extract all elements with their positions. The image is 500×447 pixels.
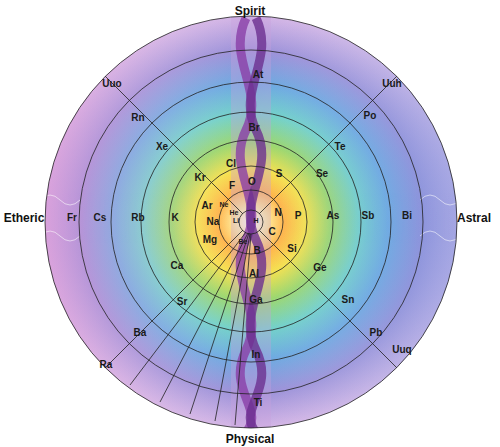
element-symbol: C — [268, 227, 275, 237]
element-symbol: H — [253, 217, 258, 224]
element-symbol: Xe — [156, 142, 168, 152]
element-symbol: Sn — [342, 295, 355, 305]
element-symbol: Cs — [94, 213, 107, 223]
element-symbol: Ra — [100, 360, 113, 370]
element-symbol: Ba — [134, 328, 147, 338]
element-symbol: Pb — [370, 328, 383, 338]
element-symbol: As — [327, 211, 340, 221]
element-symbol: Se — [316, 169, 328, 179]
element-symbol: Rn — [131, 113, 144, 123]
element-symbol: Te — [335, 142, 346, 152]
element-symbol: Si — [287, 244, 296, 254]
element-symbol: Ar — [201, 201, 212, 211]
element-symbol: Ti — [254, 398, 263, 408]
element-symbol: Fr — [67, 213, 77, 223]
element-symbol: F — [229, 181, 235, 191]
element-symbol: Ne — [220, 201, 229, 208]
element-symbol: He — [230, 209, 239, 216]
element-symbol: Ca — [171, 261, 184, 271]
element-symbol: Ge — [313, 263, 326, 273]
element-symbol: Ga — [249, 295, 262, 305]
element-symbol: Sr — [177, 297, 188, 307]
element-symbol: Be — [239, 238, 248, 245]
element-symbol: B — [253, 246, 260, 256]
element-symbol: P — [295, 211, 302, 221]
element-symbol: Mg — [203, 235, 217, 245]
element-symbol: Rb — [131, 213, 144, 223]
element-symbol: Li — [233, 217, 239, 224]
element-symbol: Uuo — [102, 79, 121, 89]
element-symbol: K — [171, 213, 178, 223]
element-symbol: Kr — [194, 173, 205, 183]
realm-label: Physical — [226, 433, 275, 445]
realm-label: Astral — [457, 212, 491, 224]
element-symbol: Br — [248, 123, 259, 133]
element-symbol: O — [248, 177, 256, 187]
element-symbol: Uuq — [392, 345, 411, 355]
element-symbol: Al — [249, 269, 259, 279]
element-symbol: Bi — [402, 211, 412, 221]
element-symbol: N — [274, 208, 281, 218]
element-symbol: Uuh — [382, 79, 401, 89]
realm-label: Spirit — [235, 5, 266, 17]
element-symbol: Sb — [362, 211, 375, 221]
element-symbol: At — [253, 70, 264, 80]
element-symbol: Na — [207, 217, 220, 227]
element-symbol: S — [276, 169, 283, 179]
element-symbol: Po — [364, 111, 377, 121]
element-symbol: Cl — [226, 159, 236, 169]
realm-label: Etheric — [4, 212, 45, 224]
element-symbol: In — [252, 350, 261, 360]
